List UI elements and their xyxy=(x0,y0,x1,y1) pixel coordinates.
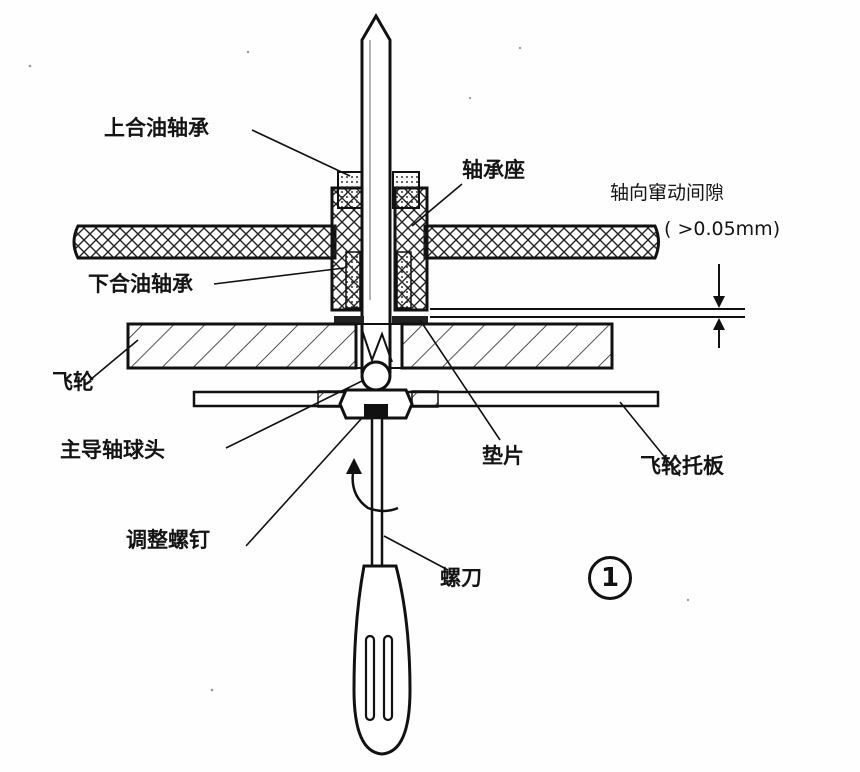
label-flywheel: 飞轮 xyxy=(52,370,94,394)
leader-lines xyxy=(89,129,681,571)
flywheel-support-plate xyxy=(192,390,660,408)
leader-flywheel xyxy=(89,339,139,381)
label-shim: 垫片 xyxy=(482,444,524,468)
label-upper-oil-bearing: 上合油轴承 xyxy=(104,116,209,140)
label-bearing-seat: 轴承座 xyxy=(462,158,525,182)
leader-ball-head xyxy=(225,379,365,449)
adjust-screw xyxy=(338,388,414,420)
leader-adjust-screw xyxy=(245,417,363,547)
label-screwdriver: 螺刀 xyxy=(440,566,482,590)
screwdriver xyxy=(352,416,412,756)
figure-number-badge: 1 xyxy=(588,556,632,600)
label-ball-head: 主导轴球头 xyxy=(60,438,165,462)
shim xyxy=(334,316,428,324)
ball-head xyxy=(360,360,392,392)
lower-oil-bearing xyxy=(345,251,412,309)
leader-bearing-seat xyxy=(411,183,463,227)
paper-specks xyxy=(28,46,690,692)
leader-upper-bearing xyxy=(251,129,351,177)
label-adjust-screw: 调整螺钉 xyxy=(126,528,210,552)
label-axial-play-value: ( >0.05mm) xyxy=(664,218,781,240)
label-axial-play: 轴向窜动间隙 xyxy=(610,182,725,204)
leader-flywheel-plate xyxy=(619,401,681,477)
label-lower-oil-bearing: 下合油轴承 xyxy=(88,272,193,296)
leader-screwdriver xyxy=(383,535,449,571)
leader-shim xyxy=(419,319,501,441)
label-flywheel-plate: 飞轮托板 xyxy=(640,454,724,478)
axial-play-dimension xyxy=(430,264,745,348)
leader-lower-bearing xyxy=(213,267,345,285)
rotation-arrow xyxy=(346,458,399,513)
capstan-shaft xyxy=(360,13,392,374)
